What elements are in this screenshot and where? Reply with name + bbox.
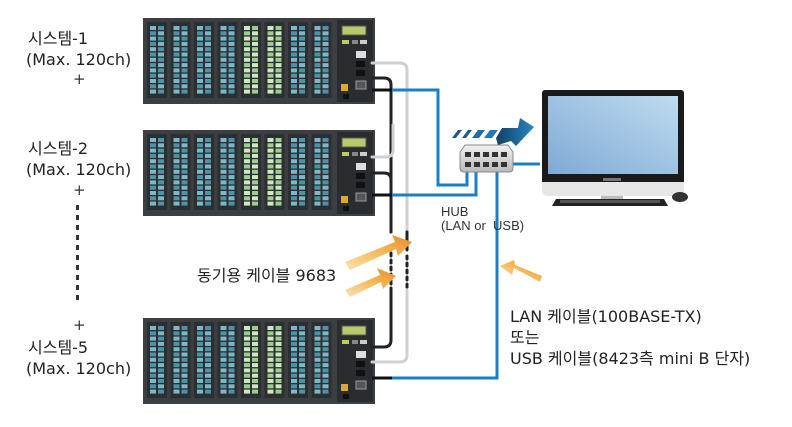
network-cable-label-line2: 또는: [510, 328, 540, 347]
sync-cable-label: 동기용 케이블 9683: [197, 266, 337, 285]
data-flow-arrow-icon: [452, 118, 534, 146]
network-cable-label-line3: USB 케이블(8423측 mini B 단자): [510, 349, 751, 368]
plus-sign: +: [73, 181, 86, 199]
hub-label-line2: (LAN or USB): [441, 218, 525, 233]
input-module: [217, 322, 238, 398]
ethernet-port: [355, 192, 367, 202]
input-module: [311, 322, 332, 398]
input-module: [241, 134, 261, 210]
system-2-spec: (Max. 120ch): [26, 160, 132, 179]
data-logger-rack: [143, 130, 375, 216]
plus-sign: +: [73, 316, 86, 334]
hub-label-line1: HUB: [441, 204, 469, 219]
input-module: [264, 22, 285, 98]
system-1-name: 시스템-1: [28, 29, 89, 48]
keyboard-icon: [552, 199, 668, 206]
input-module: [147, 322, 167, 398]
cable-connector: [372, 88, 392, 380]
input-module: [194, 22, 214, 98]
input-module: [241, 22, 261, 98]
network-cable-label-line1: LAN 케이블(100BASE-TX): [510, 307, 702, 326]
controller-module: [337, 20, 373, 102]
lan-cable: [372, 88, 540, 380]
pc-monitor-icon: [542, 90, 684, 201]
input-module: [170, 22, 191, 98]
system-5-name: 시스템-5: [28, 338, 89, 357]
lcd-display: [341, 25, 367, 36]
input-module: [311, 22, 332, 98]
input-module: [241, 322, 261, 398]
system-2-name: 시스템-2: [28, 139, 89, 158]
data-logger-rack: [143, 318, 375, 404]
input-module: [194, 322, 214, 398]
controller-module: [337, 132, 373, 214]
network-cable-label: LAN 케이블(100BASE-TX) 또는 USB 케이블(8423측 min…: [510, 306, 750, 369]
mouse-icon: [672, 192, 688, 202]
ellipsis-vertical-icon: [76, 205, 79, 305]
sync-cable: [370, 61, 409, 364]
system-1-spec: (Max. 120ch): [26, 50, 132, 69]
pointer-arrow-icon: [345, 235, 542, 297]
input-module: [170, 322, 191, 398]
system-5-spec: (Max. 120ch): [26, 359, 132, 378]
input-module: [288, 322, 308, 398]
input-module: [147, 22, 167, 98]
input-module: [170, 134, 191, 210]
lcd-display: [341, 137, 367, 148]
input-module: [217, 134, 238, 210]
ethernet-port: [355, 80, 367, 90]
input-module: [311, 134, 332, 210]
plus-sign: +: [73, 70, 86, 88]
ethernet-port: [355, 380, 367, 390]
input-module: [147, 134, 167, 210]
input-module: [264, 134, 285, 210]
input-module: [264, 322, 285, 398]
lcd-display: [341, 325, 367, 336]
input-module: [288, 22, 308, 98]
input-module: [217, 22, 238, 98]
input-module: [288, 134, 308, 210]
data-logger-rack: [143, 18, 375, 104]
input-module: [194, 134, 214, 210]
controller-module: [337, 320, 373, 402]
hub-icon: [459, 144, 514, 173]
hub-label: HUB (LAN or USB): [441, 205, 524, 233]
